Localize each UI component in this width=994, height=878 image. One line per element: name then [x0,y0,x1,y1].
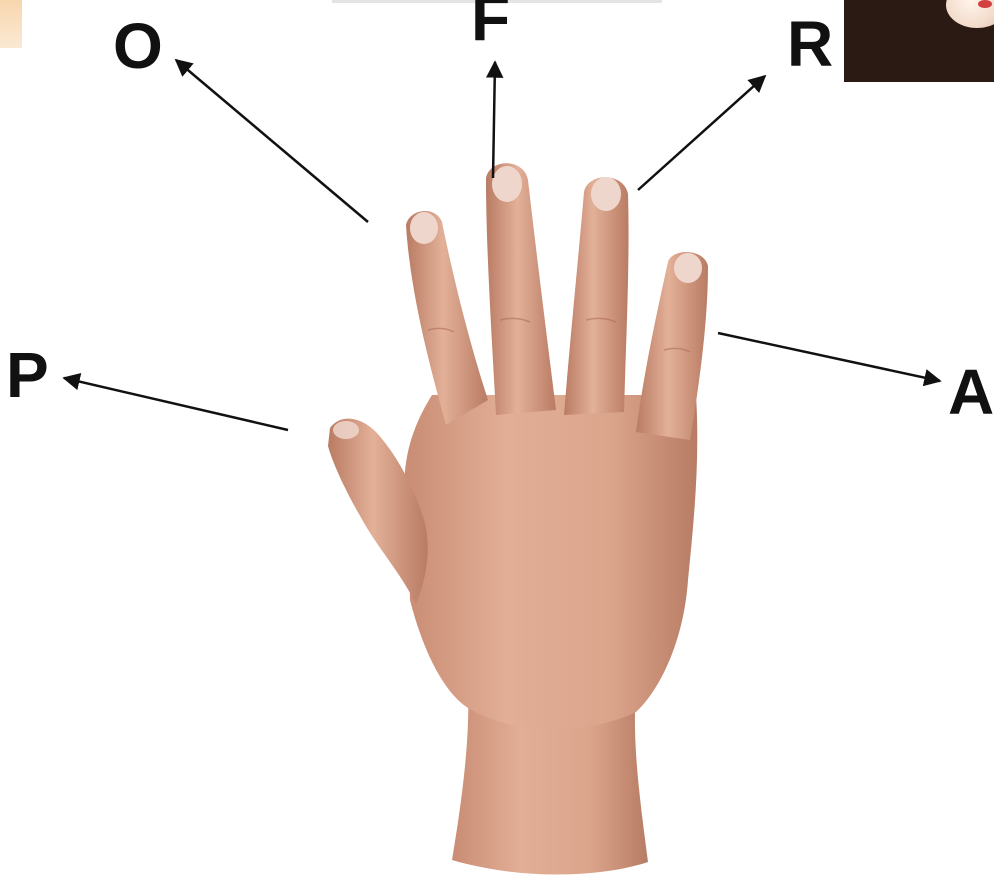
index-nail [410,212,438,244]
ring-nail [591,177,621,211]
label-a: A [948,360,994,424]
little-nail [674,253,702,283]
middle-finger [486,163,556,415]
palm [404,395,697,729]
arrow-a [718,333,940,381]
arrow-f [493,62,495,178]
middle-nail [492,166,522,202]
label-f: F [471,0,510,50]
thumb-nail [333,421,359,439]
arrow-p [64,378,288,430]
index-finger [406,211,488,425]
arrow-r [638,76,765,190]
little-finger [636,252,708,440]
label-o: O [113,14,163,78]
arrow-o [176,60,368,222]
ring-finger [564,177,629,415]
label-r: R [787,12,833,76]
label-p: P [6,343,49,407]
